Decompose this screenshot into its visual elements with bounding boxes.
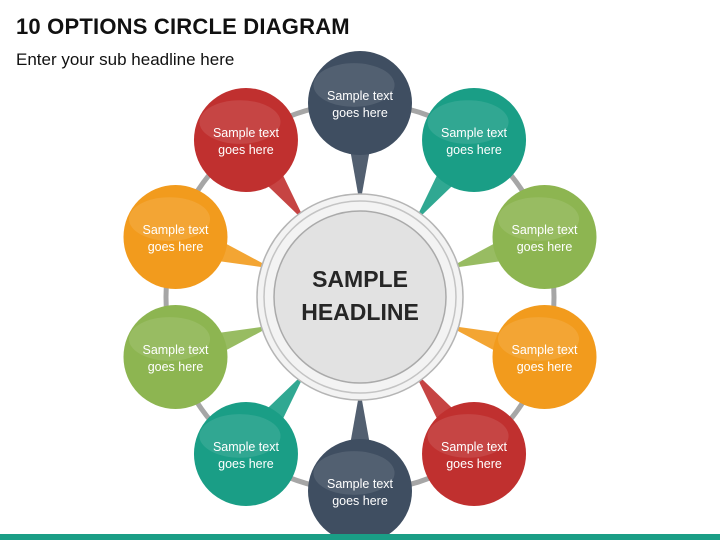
connector-spike-1: [350, 149, 370, 205]
center-inner-ring: [263, 200, 457, 394]
option-gloss-2: [427, 100, 509, 144]
page-subtitle: Enter your sub headline here: [16, 50, 235, 69]
option-text-line2-2: goes here: [446, 143, 502, 157]
option-circle-7: [193, 401, 298, 506]
option-node-2: Sample text goes here: [422, 88, 527, 193]
connector-spike-4: [447, 325, 504, 353]
option-text-line2-6: goes here: [332, 494, 388, 508]
page-title: 10 OPTIONS CIRCLE DIAGRAM: [16, 14, 350, 39]
footer-accent-bar: [0, 534, 720, 540]
connector-spike-2: [414, 171, 456, 223]
option-circle-1: [308, 51, 412, 155]
option-circle-9: [123, 185, 228, 290]
option-text-line1-4: Sample text: [511, 343, 578, 357]
option-circle-8: [123, 304, 228, 409]
option-gloss-8: [128, 317, 211, 361]
option-gloss-1: [313, 63, 395, 107]
option-text-line2-4: goes here: [517, 360, 573, 374]
center-headline-line1: SAMPLE: [312, 266, 408, 292]
option-node-4: Sample text goes here: [492, 304, 597, 409]
center-circle: [273, 210, 447, 384]
option-text-line2-9: goes here: [148, 240, 204, 254]
option-gloss-5: [427, 414, 509, 458]
option-node-10: Sample text goes here: [193, 88, 298, 193]
option-circle-10: [193, 88, 298, 193]
option-node-3: Sample text goes here: [492, 185, 597, 290]
option-text-line1-9: Sample text: [142, 223, 209, 237]
option-circle-6: [308, 439, 412, 540]
option-text-line1-5: Sample text: [441, 440, 508, 454]
option-circle-3: [492, 185, 597, 290]
option-node-7: Sample text goes here: [193, 401, 298, 506]
option-gloss-3: [497, 197, 580, 241]
connector-spikes: [216, 149, 504, 445]
option-gloss-10: [199, 100, 281, 144]
center-headline-line2: HEADLINE: [301, 299, 419, 325]
option-node-1: Sample text goes here: [308, 51, 412, 155]
option-node-9: Sample text goes here: [123, 185, 228, 290]
option-node-6: Sample text goes here: [308, 439, 412, 540]
option-node-5: Sample text goes here: [422, 401, 527, 506]
option-text-line2-3: goes here: [517, 240, 573, 254]
option-text-line1-1: Sample text: [327, 89, 394, 103]
option-gloss-7: [199, 414, 281, 458]
connector-spike-8: [216, 325, 273, 353]
center-hub: SAMPLE HEADLINE: [256, 193, 464, 401]
option-node-8: Sample text goes here: [123, 304, 228, 409]
option-circle-4: [492, 304, 597, 409]
option-circle-5: [422, 401, 527, 506]
option-text-line2-5: goes here: [446, 457, 502, 471]
option-text-line1-3: Sample text: [511, 223, 578, 237]
option-text-line1-2: Sample text: [441, 126, 508, 140]
option-text-line2-8: goes here: [148, 360, 204, 374]
option-text-line1-10: Sample text: [213, 126, 280, 140]
option-gloss-9: [128, 197, 211, 241]
option-text-line1-8: Sample text: [142, 343, 209, 357]
option-circle-2: [422, 88, 527, 193]
connector-spike-5: [414, 371, 456, 423]
connector-spike-6: [350, 389, 370, 445]
connector-spike-7: [264, 371, 306, 423]
option-text-line1-7: Sample text: [213, 440, 280, 454]
connector-spike-3: [447, 241, 504, 269]
connector-spike-9: [216, 241, 273, 269]
option-text-line2-1: goes here: [332, 106, 388, 120]
connector-spike-10: [264, 171, 306, 223]
option-gloss-4: [497, 317, 580, 361]
option-gloss-6: [313, 451, 395, 495]
option-text-line2-7: goes here: [218, 457, 274, 471]
option-text-line2-10: goes here: [218, 143, 274, 157]
option-text-line1-6: Sample text: [327, 477, 394, 491]
